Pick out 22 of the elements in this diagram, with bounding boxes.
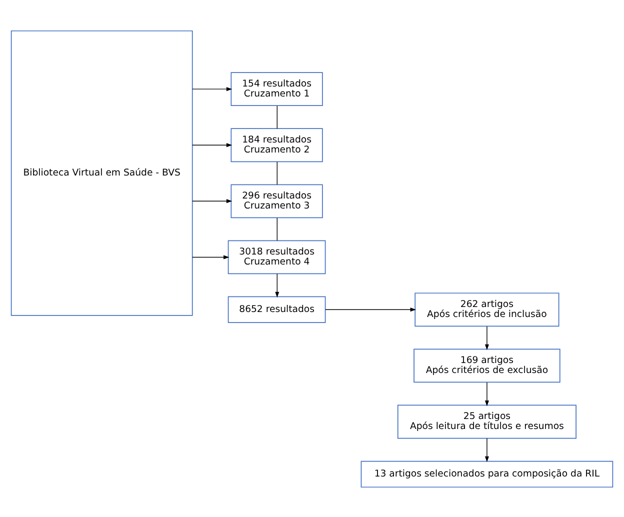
node-box: 154 resultados Cruzamento 1 bbox=[230, 72, 323, 106]
connector bbox=[276, 217, 278, 240]
arrow bbox=[192, 254, 230, 259]
arrow bbox=[484, 326, 489, 350]
node-box: 8652 resultados bbox=[228, 296, 326, 323]
connector bbox=[276, 105, 278, 128]
arrow bbox=[192, 142, 232, 147]
arrow bbox=[484, 437, 489, 462]
node-box: 25 artigos Após leitura de títulos e resumos bbox=[397, 404, 576, 438]
node-box: 13 artigos selecionados para composição da RIL bbox=[360, 460, 614, 488]
arrow bbox=[325, 307, 416, 312]
node-box: 184 resultados Cruzamento 2 bbox=[230, 128, 323, 162]
arrow bbox=[192, 198, 232, 203]
arrow bbox=[275, 272, 280, 298]
node-box: 169 artigos Após critérios de exclusão bbox=[414, 348, 560, 382]
arrow bbox=[484, 382, 489, 406]
arrow bbox=[192, 86, 232, 91]
node-box: 262 artigos Após critérios de inclusão bbox=[414, 292, 560, 326]
node-box: Biblioteca Virtual em Saúde - BVS bbox=[10, 30, 193, 316]
connector bbox=[276, 161, 278, 184]
node-box: 296 resultados Cruzamento 3 bbox=[230, 184, 323, 218]
node-box: 3018 resultados Cruzamento 4 bbox=[228, 240, 326, 274]
